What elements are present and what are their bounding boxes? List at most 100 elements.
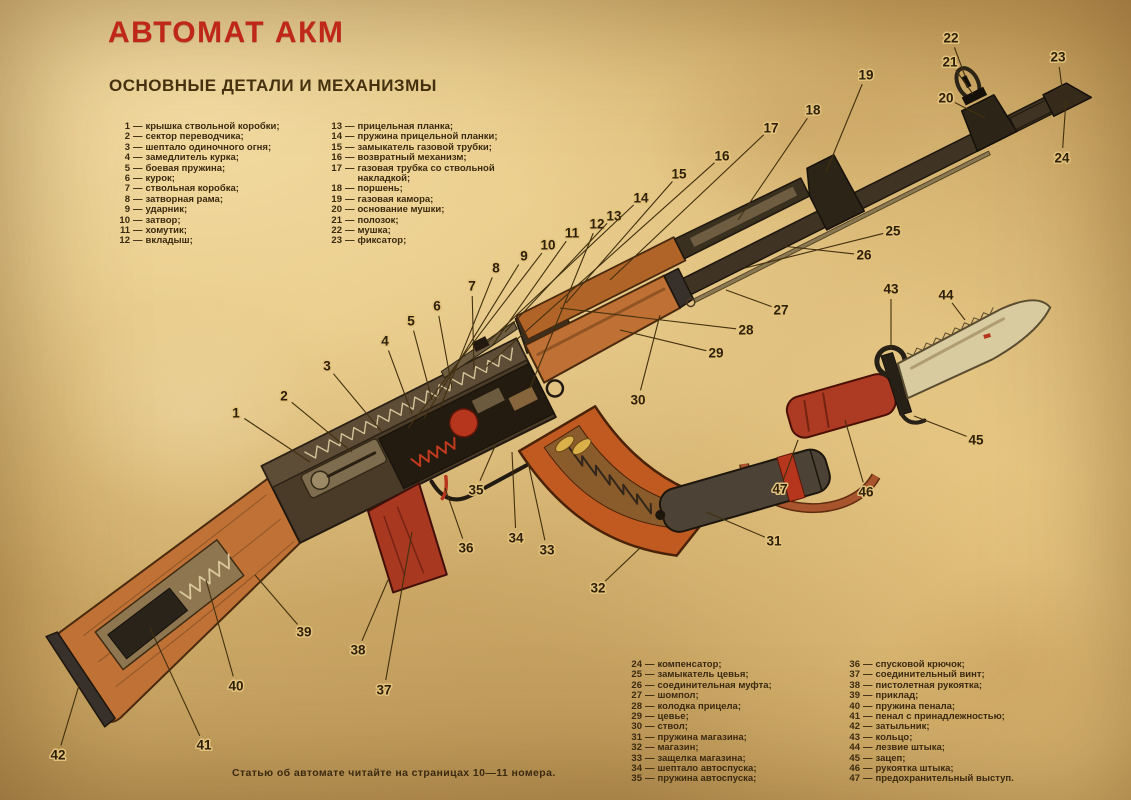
part-item: 2 — сектор переводчика; bbox=[113, 131, 318, 143]
part-dash: — bbox=[133, 204, 143, 216]
hammer bbox=[448, 408, 479, 438]
compensator bbox=[1042, 82, 1093, 117]
callout-number: 23 bbox=[1050, 50, 1066, 65]
crossguard bbox=[880, 352, 913, 416]
part-item: 17 — газовая трубка со ствольной накладк… bbox=[325, 162, 537, 185]
part-item: 35 — пружина автоспуска; bbox=[625, 773, 835, 785]
part-label: зацеп; bbox=[875, 752, 906, 764]
part-number: 42 bbox=[849, 721, 860, 733]
part-number: 16 bbox=[331, 152, 342, 164]
callout-number: 31 bbox=[766, 534, 782, 549]
part-item: 13 — прицельная планка; bbox=[325, 121, 537, 132]
part-number: 43 bbox=[849, 731, 860, 743]
part-label: приклад; bbox=[875, 690, 919, 702]
part-label: затвор; bbox=[145, 214, 181, 226]
part-number: 1 bbox=[124, 121, 130, 132]
callout-line bbox=[954, 102, 986, 119]
part-item: 30 — ствол; bbox=[625, 721, 835, 733]
part-number: 20 bbox=[331, 204, 342, 216]
callout-line bbox=[479, 443, 497, 482]
part-label: предохранительный выступ. bbox=[875, 773, 1014, 785]
callout-line bbox=[559, 307, 737, 330]
callout-line bbox=[609, 134, 765, 281]
callout-line bbox=[529, 233, 594, 389]
part-label: пружина прицельной планки; bbox=[357, 131, 498, 143]
part-label: газовая трубка со ствольной накладкой; bbox=[357, 162, 495, 185]
poster-subtitle: ОСНОВНЫЕ ДЕТАЛИ И МЕХАНИЗМЫ bbox=[109, 76, 437, 95]
front-sight-post bbox=[961, 75, 972, 89]
part-dash: — bbox=[133, 162, 143, 174]
part-number: 19 bbox=[331, 193, 342, 205]
part-number: 47 bbox=[849, 773, 860, 785]
callout-line bbox=[385, 531, 413, 681]
part-label: шомпол; bbox=[657, 690, 699, 702]
part-item: 31 — пружина магазина; bbox=[625, 732, 835, 743]
part-number: 44 bbox=[849, 742, 860, 754]
part-number: 40 bbox=[849, 700, 860, 712]
part-number: 11 bbox=[119, 225, 130, 237]
part-dash: — bbox=[863, 721, 873, 733]
callout-line bbox=[565, 181, 673, 304]
callout-number: 22 bbox=[943, 31, 958, 46]
callout-number: 47 bbox=[772, 482, 787, 497]
cartridge bbox=[555, 435, 575, 453]
part-number: 34 bbox=[631, 763, 642, 775]
part-item: 9 — ударник; bbox=[113, 204, 318, 216]
part-dash: — bbox=[863, 679, 873, 691]
callout-line bbox=[361, 579, 389, 642]
part-number: 8 bbox=[124, 193, 130, 205]
part-item: 19 — газовая камора; bbox=[325, 193, 537, 205]
part-dash: — bbox=[645, 752, 655, 764]
part-item: 32 — магазин; bbox=[625, 742, 835, 753]
part-dash: — bbox=[863, 700, 873, 712]
part-number: 33 bbox=[631, 752, 642, 764]
part-dash: — bbox=[345, 225, 355, 237]
blade bbox=[896, 299, 1052, 400]
callout-number: 29 bbox=[708, 346, 723, 361]
part-dash: — bbox=[645, 773, 655, 785]
callout-line bbox=[639, 314, 661, 391]
callout-line bbox=[423, 264, 520, 419]
callout-number: 21 bbox=[942, 55, 958, 70]
callout-number: 33 bbox=[539, 543, 555, 558]
bayonet-handle bbox=[785, 373, 897, 439]
part-item: 20 — основание мушки; bbox=[325, 204, 537, 216]
part-item: 39 — приклад; bbox=[843, 690, 1075, 702]
part-label: боевая пружина; bbox=[145, 162, 226, 174]
part-number: 46 bbox=[849, 763, 860, 775]
part-item: 8 — затворная рама; bbox=[113, 193, 318, 205]
part-number: 14 bbox=[331, 131, 342, 143]
gas-piston bbox=[689, 186, 798, 248]
callout-line bbox=[844, 419, 864, 483]
part-number: 30 bbox=[631, 721, 642, 733]
part-label: рукоятка штыка; bbox=[875, 763, 954, 775]
callout-number: 36 bbox=[458, 541, 474, 556]
part-label: ударник; bbox=[145, 204, 188, 216]
part-label: основание мушки; bbox=[357, 204, 445, 216]
callout-number: 25 bbox=[885, 224, 901, 239]
callout-line bbox=[444, 487, 464, 539]
scabbard bbox=[658, 448, 831, 533]
parts-list-36-47: 36 — спусковой крючок; 37 — соединительн… bbox=[843, 659, 1075, 785]
callout-number: 19 bbox=[858, 68, 873, 83]
callout-line bbox=[387, 350, 413, 415]
callout-line bbox=[485, 162, 715, 368]
part-dash: — bbox=[345, 141, 355, 153]
callout-number: 30 bbox=[630, 393, 645, 408]
part-label: фиксатор; bbox=[357, 235, 407, 247]
disconnector bbox=[508, 386, 538, 411]
part-number: 9 bbox=[124, 204, 130, 216]
part-number: 24 bbox=[631, 659, 642, 670]
callout-number: 17 bbox=[763, 121, 778, 136]
part-label: сектор переводчика; bbox=[145, 131, 244, 143]
part-label: замыкатель газовой трубки; bbox=[357, 141, 492, 153]
muzzle-ring bbox=[874, 344, 908, 378]
callout-number: 8 bbox=[492, 261, 500, 276]
magazine-spring bbox=[567, 445, 652, 515]
part-item: 40 — пружина пенала; bbox=[843, 700, 1075, 712]
part-label: крышка ствольной коробки; bbox=[145, 121, 280, 132]
part-dash: — bbox=[645, 711, 655, 723]
part-item: 47 — предохранительный выступ. bbox=[843, 773, 1075, 785]
catch-hook bbox=[899, 412, 927, 425]
scabbard-mouth bbox=[809, 449, 823, 492]
